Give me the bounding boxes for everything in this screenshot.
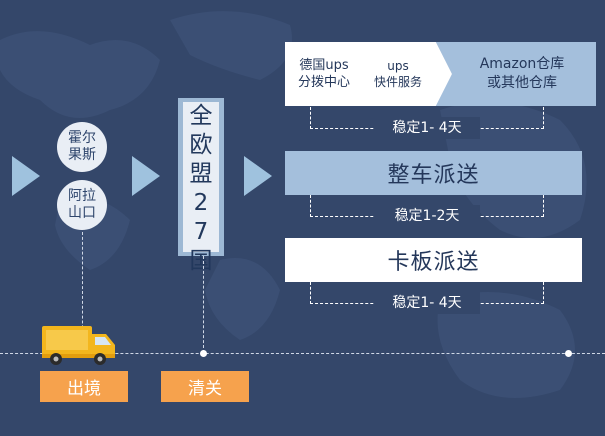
eu-char: 盟 [189, 161, 213, 187]
entry-point-khorgos: 霍尔 果斯 [57, 122, 107, 172]
pallet-timing-label: 稳定1- 4天 [374, 292, 480, 314]
timeline-axis [0, 353, 605, 354]
full-truck-delivery-bar: 整车派送 [285, 151, 582, 195]
entry-point-alashankou-line1: 阿拉 [68, 188, 96, 204]
exit-connector-line [82, 232, 83, 353]
ups-step-3-line1: Amazon仓库 [479, 56, 565, 72]
ups-timing-label: 稳定1- 4天 [374, 117, 480, 139]
ups-step-1-line2: 分拨中心 [297, 75, 350, 90]
eu-char: 国 [189, 248, 213, 274]
flow-arrow-3 [244, 156, 272, 196]
customs-tag-label: 清关 [188, 379, 222, 399]
ups-step-germany-hub: 德国ups 分拨中心 [285, 42, 375, 106]
eu-char: 2 [193, 190, 209, 216]
entry-point-alashankou: 阿拉 山口 [57, 180, 107, 230]
ups-step-1-line1: 德国ups [299, 58, 349, 73]
customs-connector-line [203, 256, 204, 353]
eu-27-countries-label: 全 欧 盟 2 7 国 [183, 102, 219, 274]
timeline-dot-customs [200, 350, 207, 357]
eu-char: 欧 [189, 132, 213, 158]
eu-char: 全 [189, 103, 213, 129]
timeline-dot-end [565, 350, 572, 357]
full-truck-timing-label: 稳定1-2天 [374, 205, 480, 227]
eu-27-countries-box: 全 欧 盟 2 7 国 [178, 98, 224, 274]
ups-step-2-line2: 快件服务 [373, 75, 422, 89]
pallet-delivery-bar: 卡板派送 [285, 238, 582, 282]
full-truck-delivery-label: 整车派送 [387, 163, 480, 188]
entry-point-alashankou-line2: 山口 [68, 205, 96, 221]
entry-point-khorgos-line2: 果斯 [68, 147, 96, 163]
eu-char: 7 [193, 219, 209, 245]
exit-tag-label: 出境 [67, 379, 101, 399]
ups-step-3-line2: 或其他仓库 [487, 75, 557, 91]
exit-tag: 出境 [40, 371, 128, 402]
ups-step-amazon-warehouse: Amazon仓库 或其他仓库 [434, 42, 596, 106]
ups-step-2-line1: ups [387, 59, 409, 73]
flow-arrow-2 [132, 156, 160, 196]
pallet-delivery-label: 卡板派送 [387, 250, 480, 275]
entry-point-khorgos-line1: 霍尔 [68, 130, 96, 146]
flow-arrow-1 [12, 156, 40, 196]
customs-tag: 清关 [161, 371, 249, 402]
truck-icon [42, 326, 115, 365]
